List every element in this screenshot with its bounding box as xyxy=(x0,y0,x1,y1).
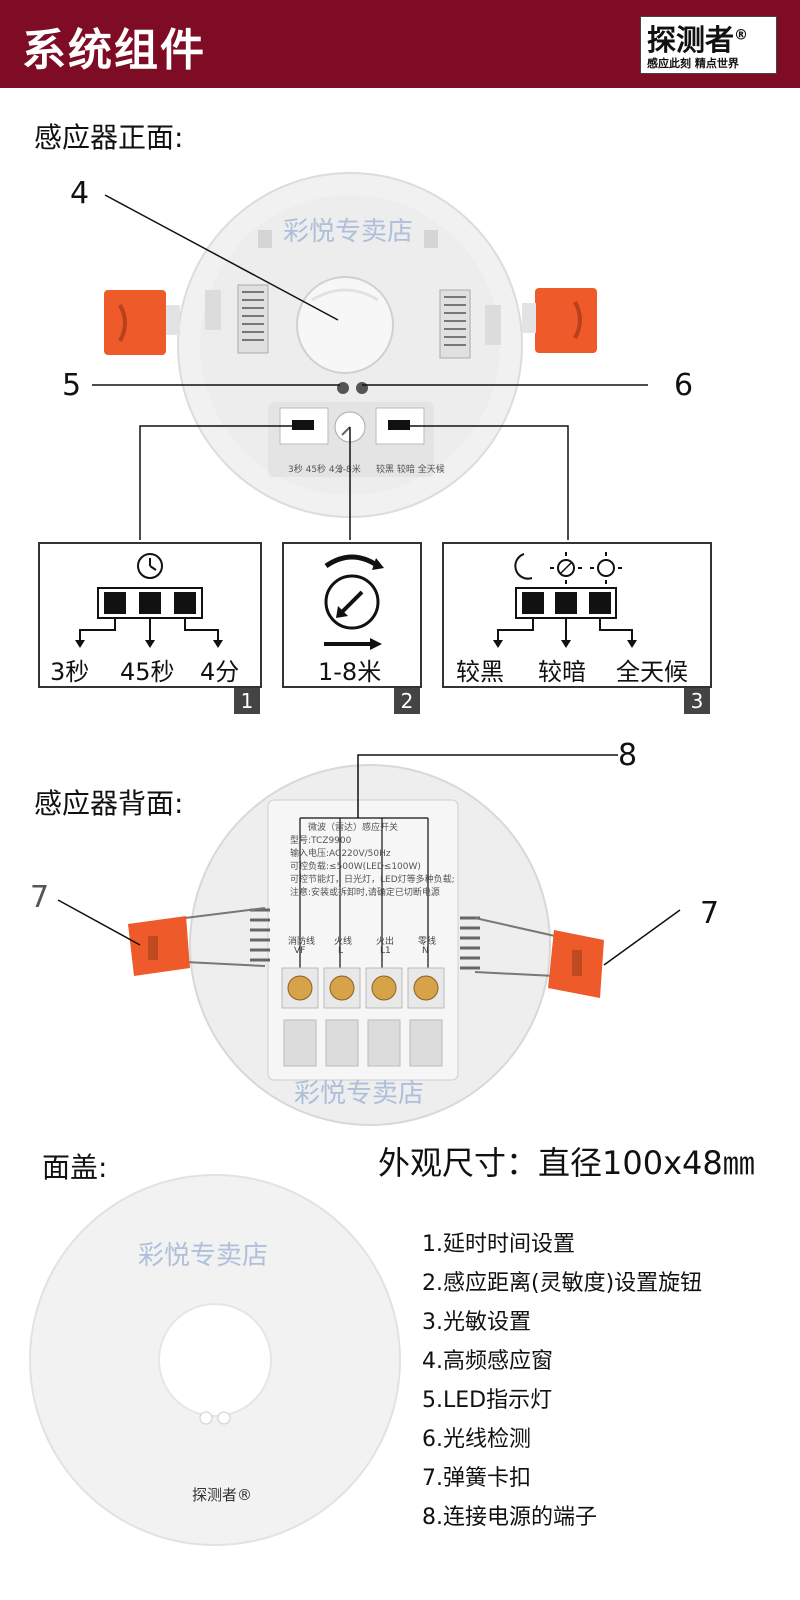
terminal-label-n: 零线 xyxy=(418,937,437,947)
light-option-dim: 较暗 xyxy=(538,658,586,686)
terminal-code-vf: VF xyxy=(294,946,306,956)
legend-item: 5.LED指示灯 xyxy=(422,1388,553,1413)
front-label: 感应器正面: xyxy=(34,121,184,154)
light-sensor xyxy=(356,382,368,394)
terminal-label-vf: 消防线 xyxy=(288,937,316,947)
legend-item: 7.弹簧卡扣 xyxy=(422,1466,531,1491)
terminal-slots xyxy=(283,1019,443,1067)
cover-led-hole xyxy=(217,1411,231,1425)
cover-brand: 探测者® xyxy=(192,1486,252,1504)
cover-led-hole xyxy=(199,1411,213,1425)
switch-label-2: 1-8米 xyxy=(337,463,361,475)
terminal-code-l: L xyxy=(338,946,344,956)
callout-5: 5 xyxy=(62,368,82,403)
terminal-screws xyxy=(281,967,445,1009)
distance-range: 1-8米 xyxy=(318,658,382,686)
legend-item: 8.连接电源的端子 xyxy=(422,1505,597,1530)
callout-line-8 xyxy=(357,754,618,818)
sensor-front-image: 3秒 45秒 4分 1-8米 较黑 较暗 全天候 彩悦专卖店 xyxy=(92,172,648,540)
light-option-always: 全天候 xyxy=(616,658,688,686)
header-tab xyxy=(10,6,220,86)
callout-7-left: 7 xyxy=(30,880,50,915)
spring-right xyxy=(439,289,471,359)
module-label-text: 微波（雷达）感应开关 型号:TCZ9900 输入电压:AC220V/50Hz 可… xyxy=(290,820,455,898)
switch-label-3: 较黑 较暗 全天候 xyxy=(376,463,445,475)
panel-number-3: 3 xyxy=(684,688,710,714)
moon-sun-icon xyxy=(493,552,637,648)
brand-logo: 探测者® 感应此刻 精点世界 xyxy=(640,16,777,74)
back-orange-clip-right xyxy=(548,930,604,998)
module-line: 型号:TCZ9900 xyxy=(290,836,352,846)
light-option-dark: 较黑 xyxy=(456,658,504,686)
legend-item: 2.感应距离(灵敏度)设置旋钮 xyxy=(422,1271,703,1296)
terminal-code-l1: L1 xyxy=(380,946,391,956)
orange-clip-left xyxy=(104,290,180,355)
cover-label: 面盖: xyxy=(42,1151,108,1184)
panel-number-1: 1 xyxy=(234,688,260,714)
module-line: 注意:安装或拆卸时,请确定已切断电源 xyxy=(290,888,440,898)
callout-7-right: 7 xyxy=(700,896,720,931)
panel-number-2: 2 xyxy=(394,688,420,714)
panel-distance: 1-8米 xyxy=(282,542,422,688)
spring-left xyxy=(237,284,269,354)
module-line: 可控负载:≤500W(LED≤100W) xyxy=(290,862,421,872)
back-watermark: 彩悦专卖店 xyxy=(294,1079,424,1109)
module-line: 微波（雷达）感应开关 xyxy=(308,823,399,833)
callout-line-4 xyxy=(104,194,339,321)
orange-clip-right xyxy=(522,288,597,353)
legend-item: 1.延时时间设置 xyxy=(422,1232,575,1257)
delay-option-4m: 4分 xyxy=(200,658,240,686)
dial-icon xyxy=(324,554,384,650)
brand-name: 探测者® xyxy=(647,23,749,57)
callout-line-7-right xyxy=(603,909,681,966)
terminal-code-n: N xyxy=(422,946,429,956)
sensor-back-image: 彩悦专卖店 xyxy=(57,754,681,1126)
page-title: 系统组件 xyxy=(22,25,206,76)
cover-center-hole xyxy=(158,1303,272,1417)
connector-panel-1 xyxy=(139,425,296,540)
delay-option-3s: 3秒 xyxy=(50,658,90,686)
cover-image: 彩悦专卖店 探测者® xyxy=(29,1174,401,1546)
front-watermark: 彩悦专卖店 xyxy=(283,217,413,247)
back-label: 感应器背面: xyxy=(34,787,184,820)
brand-slogan: 感应此刻 精点世界 xyxy=(647,57,739,70)
module-line: 可控节能灯，日光灯，LED灯等多种负载; xyxy=(290,875,455,885)
panel-delay: 3秒 45秒 4分 xyxy=(38,542,262,688)
delay-option-45s: 45秒 xyxy=(120,658,175,686)
callout-4: 4 xyxy=(70,176,90,211)
dimensions-text: 外观尺寸：直径100x48㎜ xyxy=(378,1144,755,1182)
legend-item: 3.光敏设置 xyxy=(422,1310,531,1335)
clock-icon xyxy=(75,553,223,648)
sensor-window xyxy=(296,276,394,374)
module-line: 输入电压:AC220V/50Hz xyxy=(290,849,391,859)
panel-light: 较黑 较暗 全天候 xyxy=(442,542,712,688)
terminal-label-l: 火线 xyxy=(334,937,353,947)
callout-line-7-left xyxy=(57,899,141,946)
switch-label-1: 3秒 45秒 4分 xyxy=(288,463,344,475)
legend-list: 1.延时时间设置 2.感应距离(灵敏度)设置旋钮 3.光敏设置 4.高频感应窗 … xyxy=(422,1226,702,1538)
cover-watermark: 彩悦专卖店 xyxy=(138,1241,268,1271)
terminal-label-l1: 火出 xyxy=(376,937,395,947)
back-orange-clip-left xyxy=(128,916,190,976)
legend-item: 6.光线检测 xyxy=(422,1427,531,1452)
callout-6: 6 xyxy=(674,368,694,403)
callout-8: 8 xyxy=(618,738,638,773)
legend-item: 4.高频感应窗 xyxy=(422,1349,553,1374)
led-indicator xyxy=(337,382,349,394)
connector-panel-3 xyxy=(404,425,569,540)
